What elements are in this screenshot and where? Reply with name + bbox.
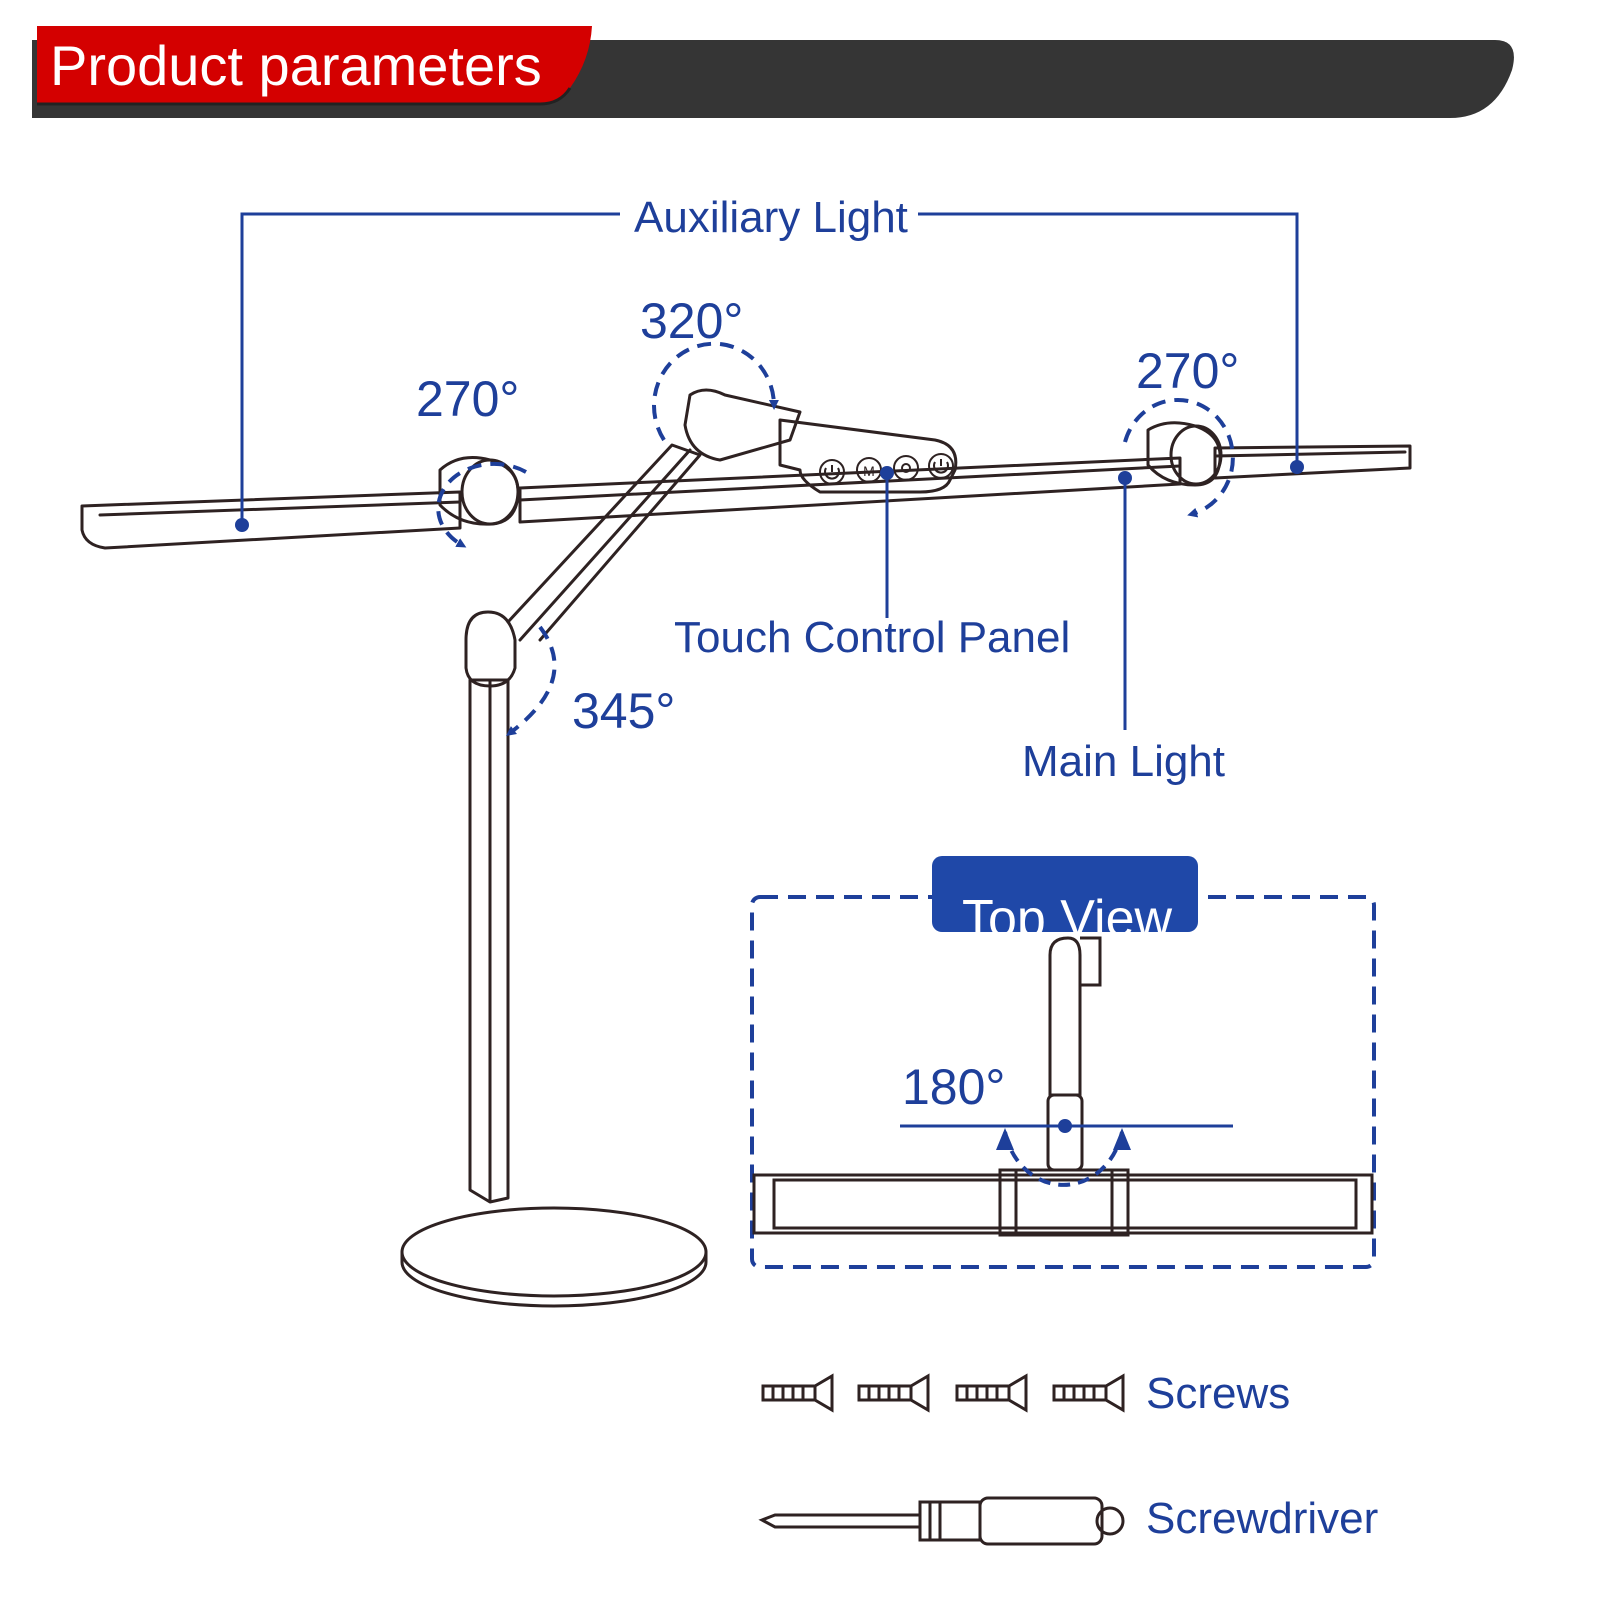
screwdriver-icon [758, 1496, 1125, 1546]
base-joint [464, 610, 517, 688]
header-title-tab [37, 26, 592, 104]
screw-icon [857, 1373, 930, 1413]
screw-icon [761, 1373, 834, 1413]
auxiliary-light-label: Auxiliary Light [634, 193, 908, 242]
left-joint-angle: 270° [416, 371, 520, 427]
lamp-arm [506, 443, 702, 642]
base-rotation-arc [506, 625, 557, 737]
screw-icon [1052, 1373, 1125, 1413]
right-rotation-arc [1123, 397, 1235, 518]
touch-control-panel-label: Touch Control Panel [674, 613, 1071, 662]
power-icon [819, 459, 845, 485]
top-view-title: Top View [962, 890, 1173, 948]
aux-callout-line-right [918, 212, 1299, 467]
right-aux-bar [1213, 444, 1412, 480]
left-rotation-arc [436, 461, 527, 548]
svg-text:M: M [863, 463, 875, 479]
screws-label: Screws [1146, 1369, 1291, 1418]
lamp-base [400, 1206, 708, 1298]
screw-icon [955, 1373, 1028, 1413]
center-joint-angle: 320° [640, 293, 744, 349]
top-view-rotation-arc [1003, 1131, 1124, 1187]
screwdriver-label: Screwdriver [1146, 1494, 1379, 1543]
top-view-badge [932, 856, 1198, 932]
main-light-bar [518, 456, 1182, 524]
top-view-frame [750, 895, 1376, 1269]
center-rotation-arc [652, 341, 779, 442]
page-title: Product parameters [50, 34, 542, 97]
center-hinge [683, 388, 802, 462]
control-buttons [819, 453, 954, 485]
lamp-pole [468, 678, 510, 1204]
top-view-angle: 180° [902, 1059, 1006, 1115]
panel-housing [778, 418, 958, 494]
main-light-label: Main Light [1022, 737, 1226, 786]
base-joint-angle: 345° [572, 683, 676, 739]
left-aux-bar [80, 490, 462, 550]
right-joint-angle: 270° [1136, 343, 1240, 399]
screws-group [761, 1373, 1125, 1413]
aux-callout-line-left [240, 212, 620, 525]
power-icon [928, 453, 954, 479]
brightness-icon [893, 455, 919, 481]
